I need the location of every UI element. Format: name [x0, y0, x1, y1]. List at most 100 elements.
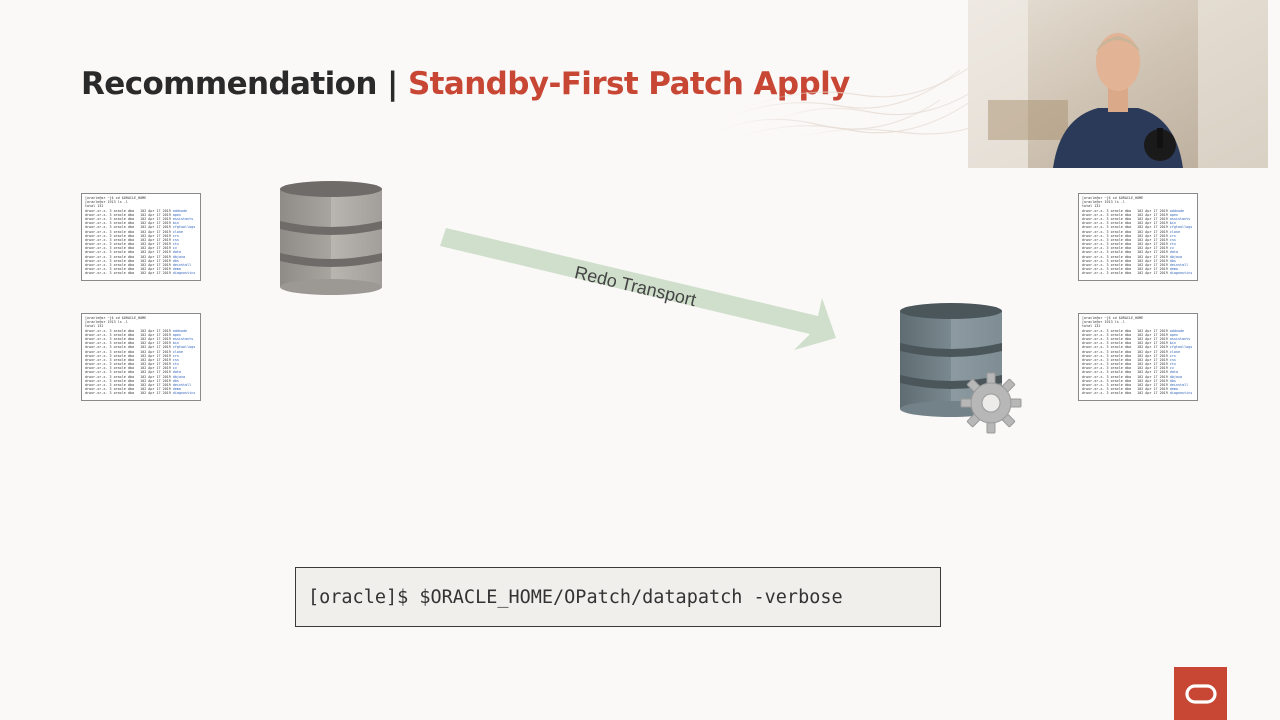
terminal-filename: dbjava — [1169, 254, 1183, 259]
terminal-filename: cfgtoollogs — [172, 345, 196, 350]
terminal-line: drwxr-xr-x. 3 oracle dba 102 Apr 17 2019… — [85, 383, 192, 387]
terminal-filename: bin — [172, 341, 179, 346]
terminal-line: drwxr-xr-x. 3 oracle dba 102 Apr 17 2019… — [1082, 254, 1183, 259]
terminal-filename: apex — [172, 332, 181, 337]
terminal-filename: cv — [172, 366, 177, 371]
terminal-line: drwxr-xr-x. 3 oracle dba 102 Apr 17 2019… — [85, 366, 177, 371]
terminal-filename: clone — [172, 349, 183, 354]
terminal-filename: assistants — [1169, 216, 1191, 221]
terminal-line: [oracle@or ~]$ cd $ORACLE_HOME — [1082, 316, 1144, 320]
terminal-filename: deinstall — [172, 263, 192, 267]
terminal-line: drwxr-xr-x. 3 oracle dba 102 Apr 17 2019… — [85, 332, 181, 337]
terminal-line: drwxr-xr-x. 3 oracle dba 102 Apr 17 2019… — [1082, 242, 1176, 247]
terminal-filename: dbs — [172, 258, 179, 263]
terminal-line: drwxr-xr-x. 3 oracle dba 102 Apr 17 2019… — [85, 212, 181, 217]
terminal-line: drwxr-xr-x. 3 oracle dba 102 Apr 17 2019… — [1082, 237, 1176, 242]
terminal-line: drwxr-xr-x. 3 oracle dba 102 Apr 17 2019… — [85, 254, 186, 259]
terminal-filename: crs — [172, 353, 179, 358]
redo-transport-label: Redo Transport — [573, 262, 698, 310]
terminal-line: drwxr-xr-x. 3 oracle dba 102 Apr 17 2019… — [85, 357, 179, 362]
terminal-filename: diagnostics — [1169, 271, 1193, 276]
terminal-line: total 132 — [1082, 204, 1101, 209]
terminal-line: [oracle@or 1913 ls -l — [85, 200, 128, 205]
terminal-line: drwxr-xr-x. 3 oracle dba 102 Apr 17 2019… — [85, 225, 196, 230]
terminal-line: [oracle@or 1913 ls -l — [1082, 320, 1125, 325]
terminal-line: drwxr-xr-x. 3 oracle dba 102 Apr 17 2019… — [85, 267, 181, 272]
terminal-line: drwxr-xr-x. 3 oracle dba 102 Apr 17 2019… — [85, 250, 181, 255]
terminal-line: total 132 — [85, 324, 104, 329]
database-icon — [280, 181, 382, 295]
slide-title: Recommendation | Standby-First Patch App… — [81, 66, 850, 102]
terminal-line: drwxr-xr-x. 3 oracle dba 102 Apr 17 2019… — [1082, 208, 1185, 213]
terminal-line: [oracle@or ~]$ cd $ORACLE_HOME — [85, 196, 147, 200]
title-highlight: Standby-First Patch Apply — [407, 66, 850, 102]
terminal-filename: dbs — [1169, 378, 1176, 383]
terminal-filename: crs — [1169, 353, 1176, 358]
terminal-line: drwxr-xr-x. 3 oracle dba 102 Apr 17 2019… — [85, 353, 179, 358]
terminal-line: total 132 — [1082, 324, 1101, 329]
terminal-line: drwxr-xr-x. 3 oracle dba 102 Apr 17 2019… — [1082, 332, 1178, 337]
terminal-filename: assistants — [172, 336, 194, 341]
terminal-line: drwxr-xr-x. 3 oracle dba 102 Apr 17 2019… — [85, 328, 188, 333]
terminal-thumbnail-primary-bottom: [oracle@or ~]$ cd $ORACLE_HOME[oracle@or… — [81, 313, 201, 401]
terminal-filename: addnode — [1169, 208, 1185, 213]
terminal-filename: ctx — [172, 362, 179, 367]
terminal-line: drwxr-xr-x. 3 oracle dba 102 Apr 17 2019… — [1082, 374, 1183, 379]
terminal-filename: dbjava — [1169, 374, 1183, 379]
oracle-logo — [1174, 667, 1227, 720]
terminal-line: [oracle@or 1913 ls -l — [1082, 200, 1125, 205]
terminal-line: drwxr-xr-x. 3 oracle dba 102 Apr 17 2019… — [85, 242, 179, 247]
database-with-gear-icon — [900, 303, 1022, 434]
terminal-line: drwxr-xr-x. 3 oracle dba 102 Apr 17 2019… — [1082, 370, 1178, 375]
terminal-filename: css — [172, 237, 179, 242]
terminal-line: drwxr-xr-x. 3 oracle dba 102 Apr 17 2019… — [1082, 391, 1193, 396]
terminal-line: drwxr-xr-x. 3 oracle dba 102 Apr 17 2019… — [1082, 225, 1193, 230]
terminal-line: total 132 — [85, 204, 104, 209]
terminal-line: drwxr-xr-x. 3 oracle dba 102 Apr 17 2019… — [85, 271, 196, 276]
terminal-line: drwxr-xr-x. 3 oracle dba 102 Apr 17 2019… — [85, 378, 179, 383]
terminal-line: drwxr-xr-x. 3 oracle dba 102 Apr 17 2019… — [85, 221, 179, 226]
terminal-filename: bin — [1169, 341, 1176, 346]
terminal-filename: cfgtoollogs — [1169, 225, 1193, 230]
terminal-filename: data — [1169, 250, 1178, 255]
terminal-filename: data — [172, 250, 181, 255]
terminal-line: drwxr-xr-x. 3 oracle dba 102 Apr 17 2019… — [1082, 362, 1176, 367]
terminal-filename: diagnostics — [172, 391, 196, 396]
terminal-filename: clone — [172, 229, 183, 234]
terminal-line: drwxr-xr-x. 3 oracle dba 102 Apr 17 2019… — [1082, 378, 1176, 383]
terminal-filename: crs — [172, 233, 179, 238]
terminal-filename: apex — [172, 212, 181, 217]
terminal-line: drwxr-xr-x. 3 oracle dba 102 Apr 17 2019… — [1082, 349, 1180, 354]
terminal-filename: ctx — [1169, 242, 1176, 247]
terminal-line: drwxr-xr-x. 3 oracle dba 102 Apr 17 2019… — [85, 216, 194, 221]
terminal-line: drwxr-xr-x. 3 oracle dba 102 Apr 17 2019… — [1082, 271, 1193, 276]
terminal-filename: addnode — [172, 328, 188, 333]
terminal-line: drwxr-xr-x. 3 oracle dba 102 Apr 17 2019… — [1082, 216, 1191, 221]
terminal-filename: demo — [172, 267, 181, 272]
terminal-filename: assistants — [1169, 336, 1191, 341]
terminal-filename: demo — [172, 387, 181, 392]
terminal-filename: cv — [1169, 246, 1174, 251]
terminal-line: [oracle@or ~]$ cd $ORACLE_HOME — [1082, 196, 1144, 200]
terminal-line: drwxr-xr-x. 3 oracle dba 102 Apr 17 2019… — [85, 374, 186, 379]
terminal-line: drwxr-xr-x. 3 oracle dba 102 Apr 17 2019… — [1082, 250, 1178, 255]
terminal-line: drwxr-xr-x. 3 oracle dba 102 Apr 17 2019… — [1082, 387, 1178, 392]
terminal-line: drwxr-xr-x. 3 oracle dba 102 Apr 17 2019… — [1082, 263, 1189, 267]
presenter-video — [968, 0, 1268, 168]
terminal-line: drwxr-xr-x. 3 oracle dba 102 Apr 17 2019… — [1082, 345, 1193, 350]
terminal-line: drwxr-xr-x. 3 oracle dba 102 Apr 17 2019… — [1082, 221, 1176, 226]
terminal-line: [oracle@or 1913 ls -l — [85, 320, 128, 325]
terminal-line: drwxr-xr-x. 3 oracle dba 102 Apr 17 2019… — [1082, 258, 1176, 263]
terminal-line: drwxr-xr-x. 3 oracle dba 102 Apr 17 2019… — [85, 336, 194, 341]
gear-icon — [960, 372, 1022, 434]
command-box: [oracle]$ $ORACLE_HOME/OPatch/datapatch … — [295, 567, 941, 627]
terminal-filename: ctx — [172, 242, 179, 247]
terminal-filename: css — [1169, 357, 1176, 362]
terminal-line: drwxr-xr-x. 3 oracle dba 102 Apr 17 2019… — [85, 345, 196, 350]
terminal-filename: diagnostics — [1169, 391, 1193, 396]
terminal-line: drwxr-xr-x. 3 oracle dba 102 Apr 17 2019… — [85, 349, 183, 354]
terminal-line: drwxr-xr-x. 3 oracle dba 102 Apr 17 2019… — [85, 208, 188, 213]
terminal-line: drwxr-xr-x. 3 oracle dba 102 Apr 17 2019… — [1082, 328, 1185, 333]
terminal-line: [oracle@or ~]$ cd $ORACLE_HOME — [85, 316, 147, 320]
terminal-filename: apex — [1169, 332, 1178, 337]
